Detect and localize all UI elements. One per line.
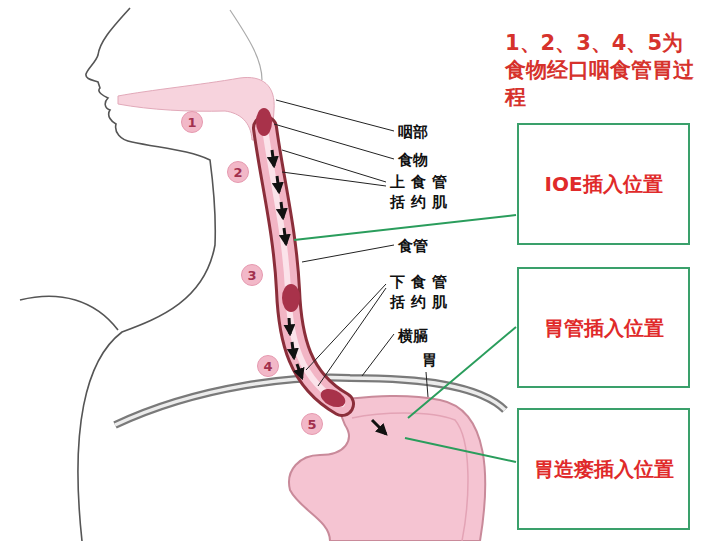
box-text: IOE插入位置: [544, 170, 662, 198]
callout-number: 3: [241, 264, 263, 286]
food-bolus: [282, 284, 300, 312]
part-leader-lines: [274, 100, 428, 397]
stomach-inner-wall: [352, 413, 468, 541]
box-text: 胃造瘘插入位置: [534, 455, 674, 483]
shoulder-outline: [20, 296, 118, 330]
part-label: 横膈: [398, 326, 428, 346]
part-label: 上食管括约肌: [390, 172, 456, 212]
oral-cavity: [118, 77, 274, 140]
part-label: 下食管括约肌: [390, 272, 456, 312]
callout-number: 4: [257, 355, 279, 377]
head-back-outline: [230, 10, 262, 80]
callout-number: 2: [227, 161, 249, 183]
flow-arrows: [272, 150, 386, 434]
process-note: 1、2、3、4、5为食物经口咽食管胃过程: [505, 30, 695, 111]
callout-number: 1: [181, 111, 203, 133]
part-label: 咽部: [398, 122, 428, 142]
insertion-box: 胃管插入位置: [517, 267, 690, 388]
part-label: 食管: [398, 236, 428, 256]
part-label: 胃: [422, 350, 437, 370]
box-text: 胃管插入位置: [544, 314, 664, 342]
callout-number: 5: [301, 413, 323, 435]
insertion-box: IOE插入位置: [517, 123, 690, 245]
insertion-leader-lines: [294, 215, 516, 462]
stomach: [289, 396, 485, 541]
food-bolus: [318, 385, 348, 410]
insertion-box: 胃造瘘插入位置: [517, 408, 690, 530]
part-label: 食物: [398, 150, 428, 170]
food-bolus: [256, 108, 272, 136]
